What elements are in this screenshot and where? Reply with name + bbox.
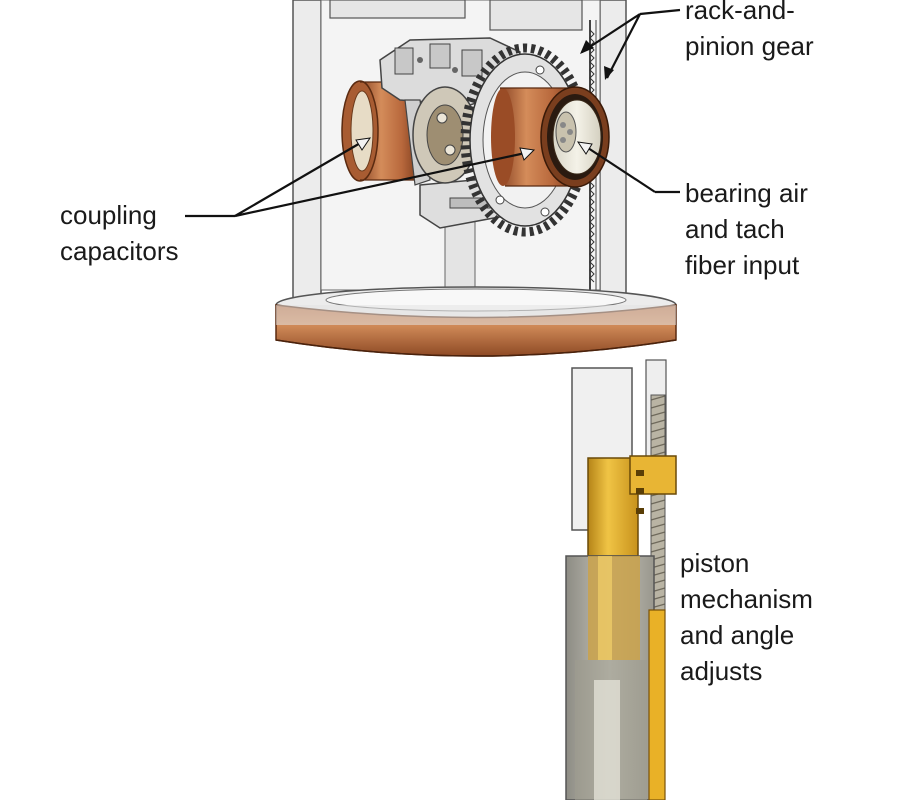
- label-line: piston: [680, 548, 750, 578]
- leader-bearing-air: [576, 141, 680, 194]
- leader-coupling-capacitors: [185, 137, 536, 218]
- leader-rack-and-pinion: [580, 8, 681, 80]
- coupling-capacitor-left: [341, 80, 420, 182]
- label-line: capacitors: [60, 236, 179, 266]
- label-line: adjusts: [680, 656, 763, 686]
- frame-left-post: [292, 0, 322, 301]
- label-coupling-capacitors: coupling capacitors: [60, 197, 179, 269]
- bearing-input-port: [540, 86, 610, 188]
- label-bearing-air-tach-fiber: bearing air and tach fiber input: [685, 175, 808, 283]
- rotor-housing: [412, 86, 478, 184]
- label-line: and tach: [685, 214, 785, 244]
- brass-inner-rod: [588, 556, 666, 800]
- label-line: coupling: [60, 200, 157, 230]
- brass-piston-block: [587, 455, 677, 557]
- label-line: bearing air: [685, 178, 808, 208]
- label-line: fiber input: [685, 250, 800, 280]
- label-line: pinion gear: [685, 31, 814, 61]
- label-rack-and-pinion-gear: rack-and- pinion gear: [685, 0, 814, 64]
- copper-flange-ring: [275, 286, 677, 357]
- label-piston-mechanism: piston mechanism and angle adjusts: [680, 545, 813, 689]
- label-line: mechanism: [680, 584, 813, 614]
- label-line: rack-and-: [685, 0, 795, 25]
- label-line: and angle: [680, 620, 795, 650]
